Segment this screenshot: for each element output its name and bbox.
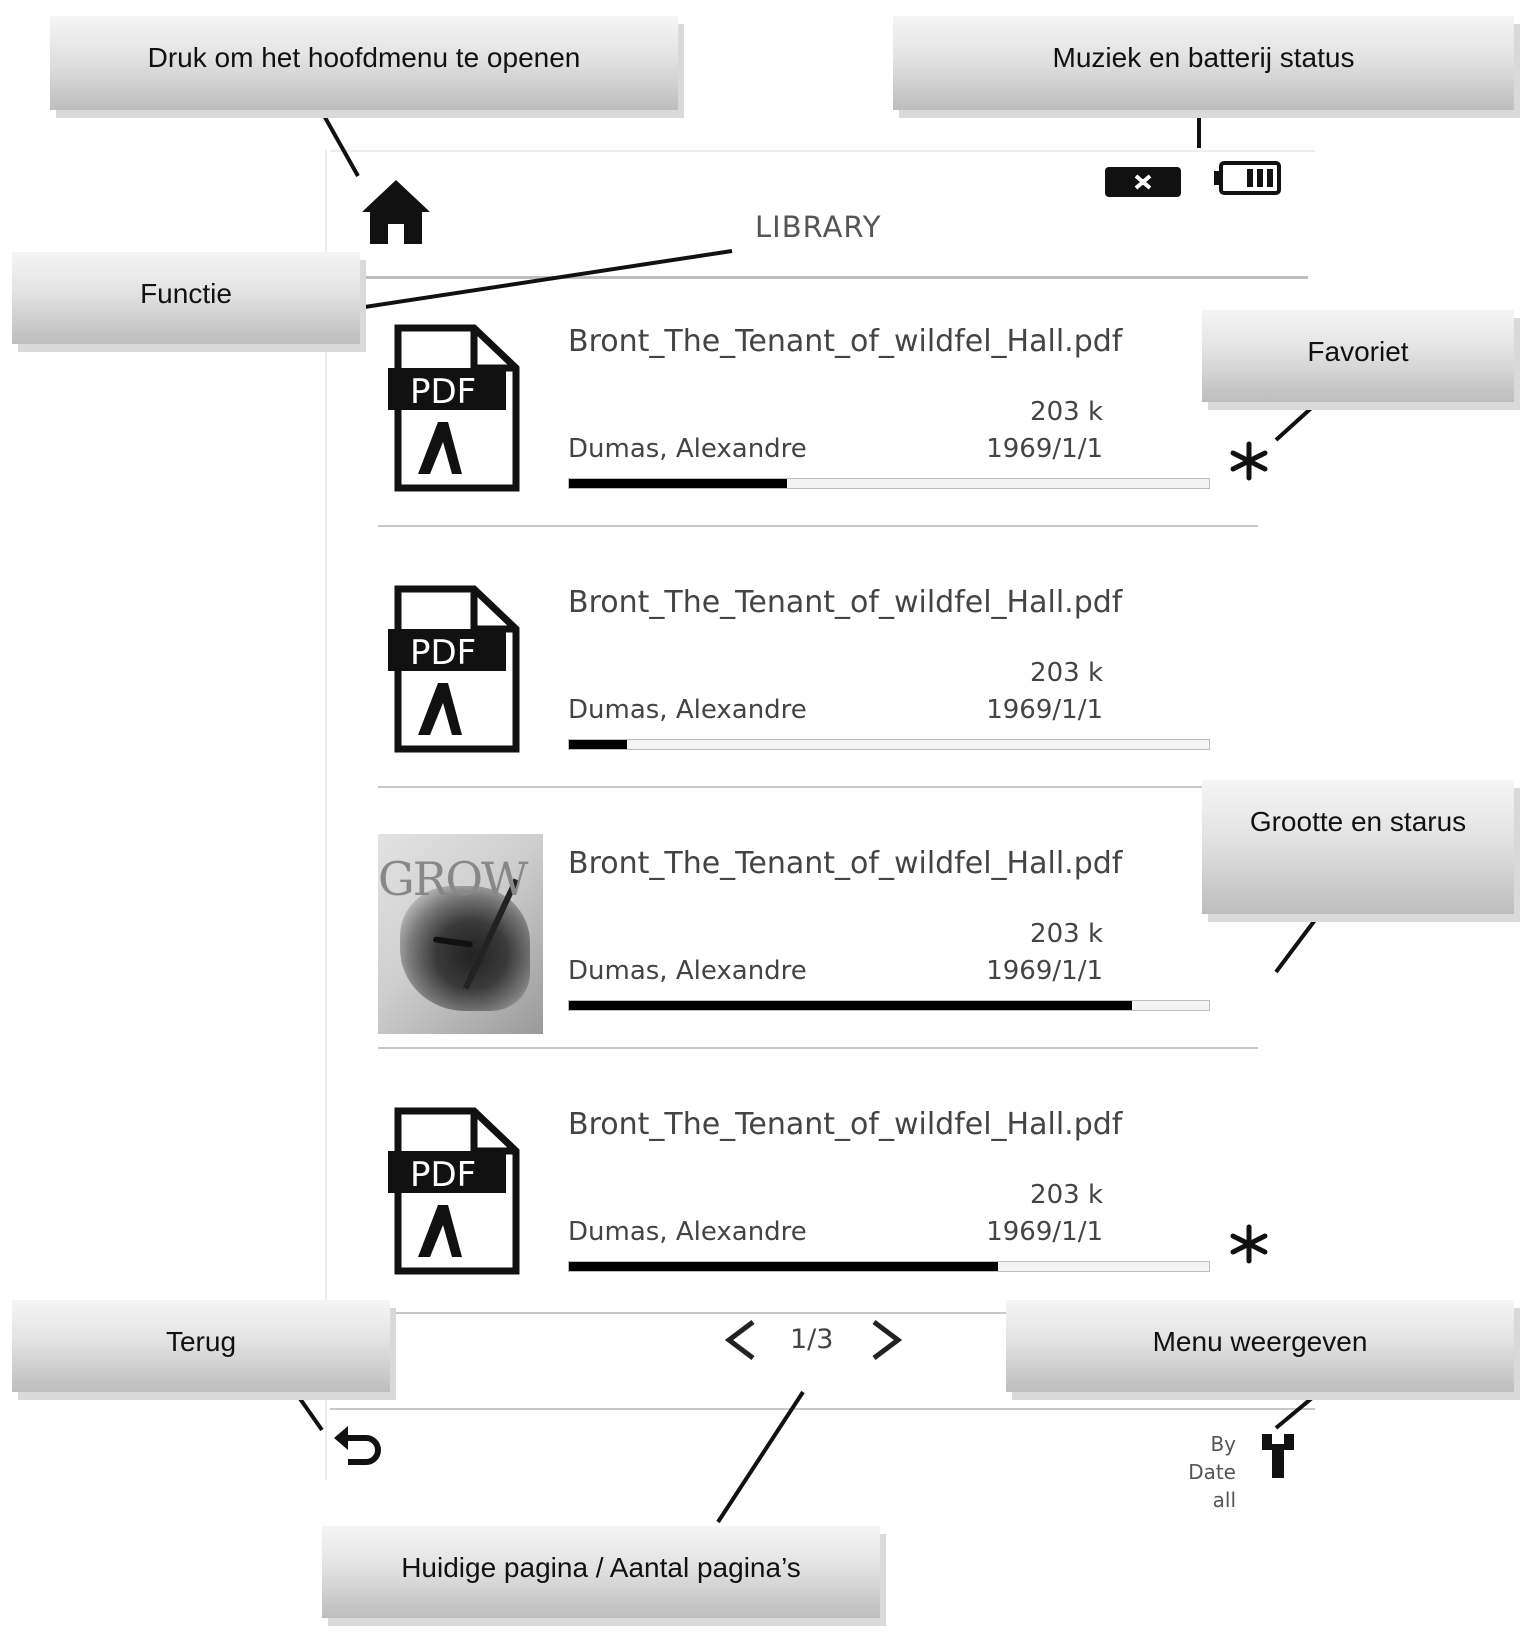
svg-text:PDF: PDF — [410, 1155, 476, 1195]
pdf-icon: PDF — [388, 324, 520, 492]
favorite-star-icon[interactable] — [1228, 1223, 1270, 1265]
svg-text:PDF: PDF — [410, 372, 476, 412]
progress-fill — [569, 1001, 1133, 1010]
battery-icon — [1214, 161, 1281, 195]
wrench-menu-icon[interactable] — [1258, 1432, 1298, 1480]
sort-filter-label: all — [1212, 1488, 1236, 1512]
book-date: 1969/1/1 — [986, 956, 1103, 986]
row-divider — [378, 1047, 1258, 1049]
music-status-icon — [1105, 167, 1181, 197]
list-item[interactable]: PDF Bront_The_Tenant_of_wildfel_Hall.pdf… — [378, 1095, 1278, 1355]
callout-back-label: Terug — [165, 1326, 237, 1357]
reading-progress-bar — [568, 1261, 1210, 1272]
book-size: 203 k — [1030, 658, 1103, 688]
screen-edge — [325, 150, 327, 1480]
book-thumbnail: PDF — [378, 573, 543, 773]
row-divider — [378, 786, 1258, 788]
row-divider — [378, 525, 1258, 527]
progress-fill — [569, 1262, 998, 1271]
book-author: Dumas, Alexandre — [568, 1217, 807, 1247]
callout-main-menu-label: Druk om het hoofdmenu te openen — [147, 42, 581, 73]
book-thumbnail: PDF — [378, 1095, 543, 1295]
callout-function: Functie — [12, 252, 360, 344]
home-icon[interactable] — [360, 178, 432, 246]
pdf-icon: PDF — [388, 1107, 520, 1275]
book-file-name: Bront_The_Tenant_of_wildfel_Hall.pdf — [568, 846, 1123, 881]
book-file-name: Bront_The_Tenant_of_wildfel_Hall.pdf — [568, 585, 1123, 620]
back-arrow-icon[interactable] — [332, 1422, 384, 1468]
chevron-left-icon[interactable] — [723, 1318, 757, 1362]
callout-favorite: Favoriet — [1202, 310, 1514, 402]
book-date: 1969/1/1 — [986, 695, 1103, 725]
book-size: 203 k — [1030, 397, 1103, 427]
page-indicator: 1/3 — [790, 1324, 834, 1355]
callout-size-status-label: Grootte en starus — [1249, 806, 1467, 837]
book-thumbnail: PDF — [378, 312, 543, 512]
progress-fill — [569, 479, 787, 488]
book-file-name: Bront_The_Tenant_of_wildfel_Hall.pdf — [568, 324, 1123, 359]
progress-fill — [569, 740, 627, 749]
list-item[interactable]: PDF Bront_The_Tenant_of_wildfel_Hall.pdf… — [378, 312, 1278, 572]
cover-title: GROW — [378, 852, 528, 906]
favorite-star-icon[interactable] — [1228, 440, 1270, 482]
reading-progress-bar — [568, 739, 1210, 750]
reading-progress-bar — [568, 478, 1210, 489]
callout-function-label: Functie — [140, 278, 232, 309]
screen-top-edge — [330, 150, 1315, 152]
book-date: 1969/1/1 — [986, 434, 1103, 464]
pager-top-divider — [330, 1312, 1315, 1314]
book-author: Dumas, Alexandre — [568, 695, 807, 725]
chevron-right-icon[interactable] — [870, 1318, 904, 1362]
list-item[interactable]: GROW Bront_The_Tenant_of_wildfel_Hall.pd… — [378, 834, 1278, 1094]
book-file-name: Bront_The_Tenant_of_wildfel_Hall.pdf — [568, 1107, 1123, 1142]
callout-main-menu: Druk om het hoofdmenu te openen — [50, 16, 678, 110]
cover-face — [400, 886, 530, 1011]
page-title: LIBRARY — [755, 210, 882, 244]
header-divider — [362, 276, 1308, 279]
book-size: 203 k — [1030, 1180, 1103, 1210]
callout-music-battery-label: Muziek en batterij status — [1052, 42, 1355, 73]
callout-size-status: Grootte en starus — [1202, 780, 1514, 914]
callout-current-page: Huidige pagina / Aantal pagina’s — [322, 1526, 880, 1618]
book-author: Dumas, Alexandre — [568, 956, 807, 986]
list-item[interactable]: PDF Bront_The_Tenant_of_wildfel_Hall.pdf… — [378, 573, 1278, 833]
book-date: 1969/1/1 — [986, 1217, 1103, 1247]
callout-music-battery: Muziek en batterij status — [893, 16, 1514, 110]
callout-display-menu: Menu weergeven — [1006, 1300, 1514, 1392]
book-size: 203 k — [1030, 919, 1103, 949]
callout-display-menu-label: Menu weergeven — [1152, 1326, 1368, 1357]
reading-progress-bar — [568, 1000, 1210, 1011]
cover-image: GROW — [378, 834, 543, 1034]
sort-by-label: By Date — [1188, 1432, 1236, 1484]
callout-favorite-label: Favoriet — [1307, 336, 1409, 367]
book-thumbnail: GROW — [378, 834, 543, 1034]
sort-indicator: By Date all — [1158, 1430, 1236, 1514]
pdf-icon: PDF — [388, 585, 520, 753]
svg-text:PDF: PDF — [410, 633, 476, 673]
book-author: Dumas, Alexandre — [568, 434, 807, 464]
pager-bottom-divider — [330, 1408, 1315, 1410]
callout-back: Terug — [12, 1300, 390, 1392]
callout-current-page-label: Huidige pagina / Aantal pagina’s — [401, 1552, 801, 1583]
